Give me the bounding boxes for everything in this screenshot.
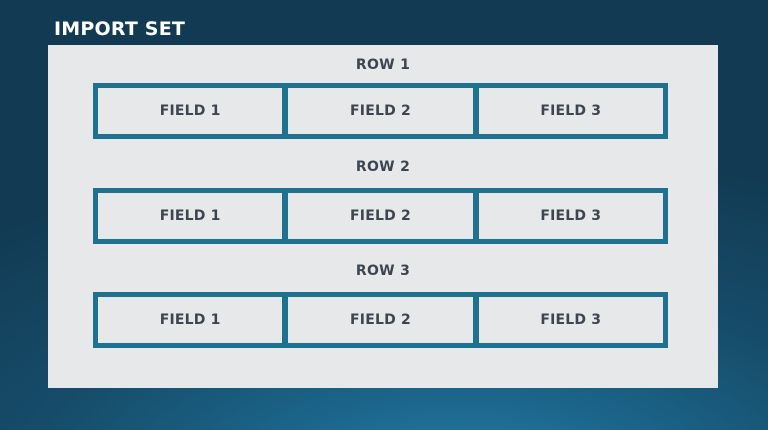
row-1-field-3: FIELD 3 <box>478 88 663 134</box>
row-3-field-2: FIELD 2 <box>288 297 473 343</box>
row-1-field-2: FIELD 2 <box>288 88 473 134</box>
row-2-field-2: FIELD 2 <box>288 193 473 239</box>
import-set-panel: ROW 1 FIELD 1 FIELD 2 FIELD 3 ROW 2 FIEL… <box>48 45 718 388</box>
row-1: FIELD 1 FIELD 2 FIELD 3 <box>93 83 668 139</box>
row-label-2: ROW 2 <box>355 159 411 175</box>
row-3: FIELD 1 FIELD 2 FIELD 3 <box>93 292 668 348</box>
row-3-field-1: FIELD 1 <box>98 297 283 343</box>
row-2-field-3: FIELD 3 <box>478 193 663 239</box>
row-2-field-1: FIELD 1 <box>98 193 283 239</box>
row-3-field-3: FIELD 3 <box>478 297 663 343</box>
row-1-field-1: FIELD 1 <box>98 88 283 134</box>
row-label-3: ROW 3 <box>355 263 411 279</box>
row-2: FIELD 1 FIELD 2 FIELD 3 <box>93 188 668 244</box>
import-set-title: IMPORT SET <box>54 18 186 40</box>
row-label-1: ROW 1 <box>355 57 411 73</box>
